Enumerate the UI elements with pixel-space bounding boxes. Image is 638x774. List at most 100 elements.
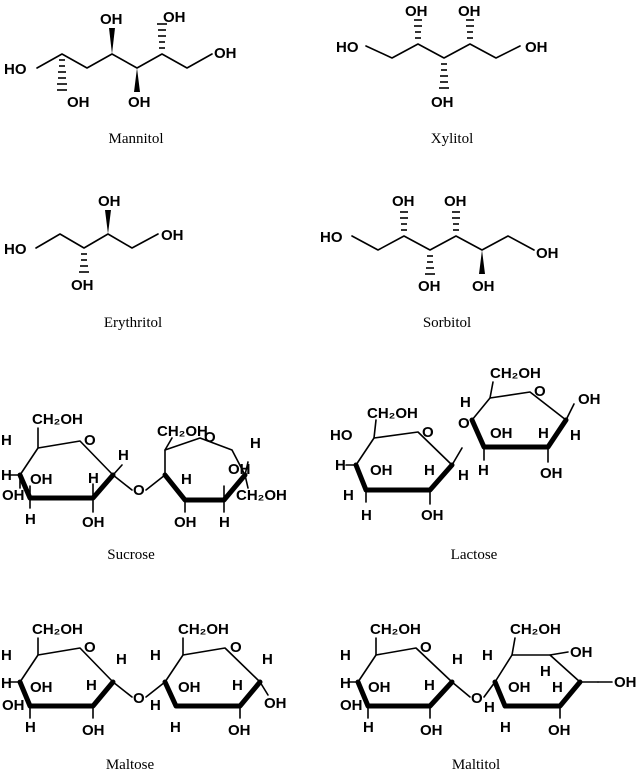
erythritol-ho-left: HO: [4, 241, 27, 258]
lactose-h-7: H: [478, 462, 489, 479]
maltitol-ch2oh-2: CH₂OH: [510, 621, 561, 638]
sorbitol-hash-2: [425, 255, 435, 275]
lactose-oh-5: OH: [421, 507, 444, 524]
maltose-h-10: H: [170, 719, 181, 736]
lactose-ch2oh-2: CH₂OH: [367, 405, 418, 422]
lactose-ho-1: HO: [330, 427, 353, 444]
sorbitol-hash-3: [452, 211, 460, 231]
maltitol-o-ring: O: [420, 639, 432, 656]
lactose-oh-2: OH: [490, 425, 513, 442]
sorbitol-wedge: [479, 250, 485, 274]
caption-maltose: Maltose: [106, 757, 155, 773]
mannitol-oh-right: OH: [214, 45, 237, 62]
maltitol-oh-3: OH: [368, 679, 391, 696]
lactose-o-bridge: O: [458, 415, 470, 432]
xylitol-hash-3: [466, 19, 474, 39]
xylitol-oh-top2: OH: [458, 3, 481, 20]
maltitol-h-6: H: [424, 677, 435, 694]
sorbitol-oh-top2: OH: [444, 193, 467, 210]
lactose-h-9: H: [361, 507, 372, 524]
maltitol-h-3: H: [482, 647, 493, 664]
maltose-ch2oh-2: CH₂OH: [178, 621, 229, 638]
maltose-structure: CH₂OH CH₂OH O O H H H H H OH H OH H OH O…: [1, 621, 287, 773]
xylitol-oh-right: OH: [525, 39, 548, 56]
sucrose-h-1: H: [118, 447, 129, 464]
maltitol-glucose-ring: [347, 637, 471, 719]
maltitol-h-5: H: [340, 675, 351, 692]
maltitol-oh-7: OH: [548, 722, 571, 739]
xylitol-oh-top1: OH: [405, 3, 428, 20]
lactose-h-5: H: [424, 462, 435, 479]
erythritol-oh-top: OH: [98, 193, 121, 210]
xylitol-oh-bottom: OH: [431, 94, 454, 111]
sorbitol-oh-top1: OH: [392, 193, 415, 210]
sucrose-oh-1: OH: [30, 471, 53, 488]
sucrose-h-5: H: [25, 511, 36, 528]
maltitol-glycosidic-bond: [483, 681, 496, 698]
maltose-o-ring2: O: [230, 639, 242, 656]
lactose-oh-1: OH: [578, 391, 601, 408]
xylitol-hash-2: [439, 63, 449, 89]
maltose-o-bridge: O: [133, 690, 145, 707]
sucrose-glucose-ring: [9, 427, 133, 513]
sucrose-h-2: H: [1, 432, 12, 449]
mannitol-chain: [36, 53, 213, 69]
sucrose-o-ring1: O: [84, 432, 96, 449]
mannitol-hash-1: [57, 59, 67, 91]
sucrose-oh-4: OH: [228, 461, 251, 478]
lactose-h-3: H: [570, 427, 581, 444]
erythritol-structure: HO OH OH OH Erythritol: [4, 193, 184, 331]
lactose-h-1: H: [460, 394, 471, 411]
erythritol-oh-right: OH: [161, 227, 184, 244]
lactose-h-4: H: [335, 457, 346, 474]
sorbitol-chain: [351, 235, 535, 251]
sucrose-oh-2: OH: [2, 487, 25, 504]
maltitol-structure: CH₂OH CH₂OH O OH H H H H OH H OH H OH H …: [340, 621, 637, 773]
maltose-oh-2: OH: [178, 679, 201, 696]
mannitol-structure: HO OH OH OH OH OH Mannitol: [4, 9, 237, 147]
maltose-oh-5: OH: [82, 722, 105, 739]
lactose-o-ring1: O: [422, 424, 434, 441]
maltitol-h-8: H: [484, 699, 495, 716]
sucrose-glycosidic-bond: [145, 474, 166, 491]
caption-erythritol: Erythritol: [104, 315, 162, 331]
mannitol-oh-bottom1: OH: [67, 94, 90, 111]
sorbitol-hash-1: [400, 211, 408, 231]
sorbitol-oh-bottom2: OH: [472, 278, 495, 295]
sucrose-o-bridge: O: [133, 482, 145, 499]
maltose-h-1: H: [1, 647, 12, 664]
sorbitol-structure: HO OH OH OH OH OH Sorbitol: [320, 193, 559, 331]
maltitol-h-4: H: [540, 663, 551, 680]
maltitol-oh-6: OH: [420, 722, 443, 739]
maltitol-sorbitol-chain: [492, 637, 613, 719]
maltitol-h-7: H: [552, 679, 563, 696]
maltose-h-3: H: [150, 647, 161, 664]
sucrose-h-4: H: [88, 470, 99, 487]
caption-sorbitol: Sorbitol: [423, 315, 471, 331]
lactose-oh-3: OH: [370, 462, 393, 479]
maltose-o-ring1: O: [84, 639, 96, 656]
lactose-ch2oh-1: CH₂OH: [490, 365, 541, 382]
maltitol-oh-1: OH: [570, 644, 593, 661]
erythritol-wedge: [105, 210, 111, 234]
maltitol-h-1: H: [340, 647, 351, 664]
erythritol-chain: [35, 233, 159, 249]
sucrose-structure: CH₂OH O H H H OH OH H H OH O CH₂OH O H O…: [1, 411, 287, 563]
maltose-ch2oh-1: CH₂OH: [32, 621, 83, 638]
sucrose-h-6: H: [250, 435, 261, 452]
xylitol-ho-left: HO: [336, 39, 359, 56]
maltitol-oh-5: OH: [340, 697, 363, 714]
sorbitol-oh-bottom1: OH: [418, 278, 441, 295]
mannitol-wedge-1: [109, 28, 115, 54]
sorbitol-oh-right: OH: [536, 245, 559, 262]
sucrose-ch2oh-2: CH₂OH: [157, 423, 208, 440]
maltose-glucose-ring2: [162, 637, 269, 719]
sucrose-ch2oh-1: CH₂OH: [32, 411, 83, 428]
xylitol-chain: [365, 43, 521, 59]
caption-xylitol: Xylitol: [431, 131, 474, 147]
lactose-o-ring2: O: [534, 383, 546, 400]
maltose-h-5: H: [1, 675, 12, 692]
maltitol-h-2: H: [452, 651, 463, 668]
maltose-glucose-ring1: [9, 637, 133, 719]
